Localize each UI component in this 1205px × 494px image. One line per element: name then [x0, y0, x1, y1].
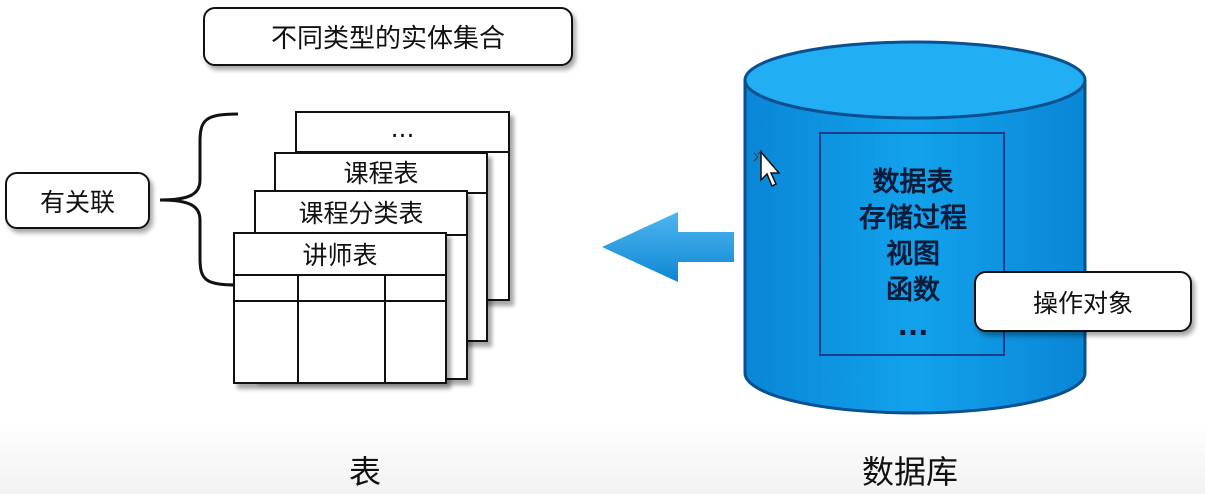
background-band [0, 420, 1205, 494]
table-card-title: 讲师表 [235, 234, 445, 276]
database-object-item: ... [897, 311, 929, 342]
related-callout: 有关联 [5, 172, 150, 229]
table-card-title: ... [297, 113, 508, 153]
entity-collection-callout: 不同类型的实体集合 [203, 7, 573, 66]
table-card-teacher: 讲师表 [233, 232, 447, 384]
database-caption: 数据库 [861, 453, 958, 491]
related-text: 有关联 [39, 187, 115, 217]
table-card-title: 课程分类表 [256, 192, 466, 236]
database-object-list: 数据表 存储过程 视图 函数 ... [821, 165, 1005, 345]
database-object-item: 视图 [886, 239, 940, 270]
curly-brace [159, 112, 239, 287]
operation-objects-callout: 操作对象 [974, 271, 1192, 332]
table-column-line [297, 274, 299, 382]
operation-objects-text: 操作对象 [1032, 288, 1133, 318]
table-column-line [384, 274, 386, 382]
database-object-item: 存储过程 [859, 203, 967, 234]
left-arrow [602, 212, 734, 282]
database-object-item: 函数 [886, 275, 940, 306]
cursor-icon [753, 150, 781, 188]
tables-caption: 表 [348, 453, 381, 491]
database-object-item: 数据表 [872, 167, 954, 198]
table-card-title: 课程表 [276, 154, 486, 194]
entity-collection-text: 不同类型的实体集合 [270, 24, 505, 54]
table-row-line [235, 300, 445, 302]
